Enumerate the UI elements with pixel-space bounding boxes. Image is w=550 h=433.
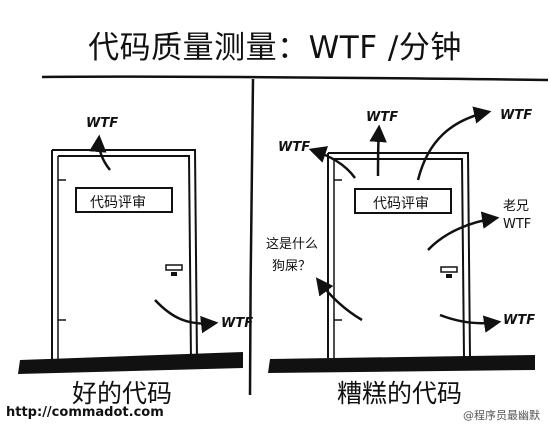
left-arrow-up	[89, 134, 111, 171]
right-door	[327, 152, 471, 359]
right-arrow-mid-right	[427, 211, 500, 251]
left-sign-board	[75, 187, 173, 213]
left-wtf-bottom: WTF	[221, 316, 254, 331]
page-title: 代码质量测量：WTF /分钟	[88, 30, 462, 66]
title-divider-line	[41, 75, 549, 82]
left-sign-label: 代码评审	[90, 195, 146, 211]
right-remark-right-line2: WTF	[503, 217, 532, 232]
right-arrow-top-right	[416, 106, 492, 181]
right-remark-left-line2: 狗屎？	[272, 259, 312, 274]
right-wtf-top: WTF	[366, 110, 399, 125]
panel-divider-line	[248, 78, 255, 396]
right-arrow-bottom-left	[315, 277, 363, 322]
right-wtf-bottom-right: WTF	[503, 313, 536, 328]
left-floor	[18, 352, 243, 374]
right-door-handle	[440, 266, 458, 278]
left-wtf-top: WTF	[86, 116, 119, 131]
right-remark-right-line1: 老兄	[503, 199, 530, 214]
right-arrow-up	[369, 124, 387, 177]
right-sign-board	[354, 188, 452, 214]
left-arrow-right	[154, 299, 219, 334]
right-remark-left-line1: 这是什么	[266, 237, 319, 252]
right-floor	[268, 355, 535, 373]
left-door-handle	[165, 264, 183, 276]
watermark: @程序员最幽默	[463, 409, 540, 422]
left-door	[51, 149, 198, 363]
right-caption: 糟糕的代码	[337, 379, 463, 408]
right-arrow-left	[308, 146, 357, 179]
source-url: http://commadot.com	[6, 405, 164, 420]
right-wtf-top-right: WTF	[500, 108, 533, 123]
left-caption: 好的代码	[72, 379, 173, 408]
right-wtf-left: WTF	[278, 140, 311, 155]
right-arrow-bottom-right	[439, 313, 502, 333]
right-sign-label: 代码评审	[373, 196, 429, 212]
